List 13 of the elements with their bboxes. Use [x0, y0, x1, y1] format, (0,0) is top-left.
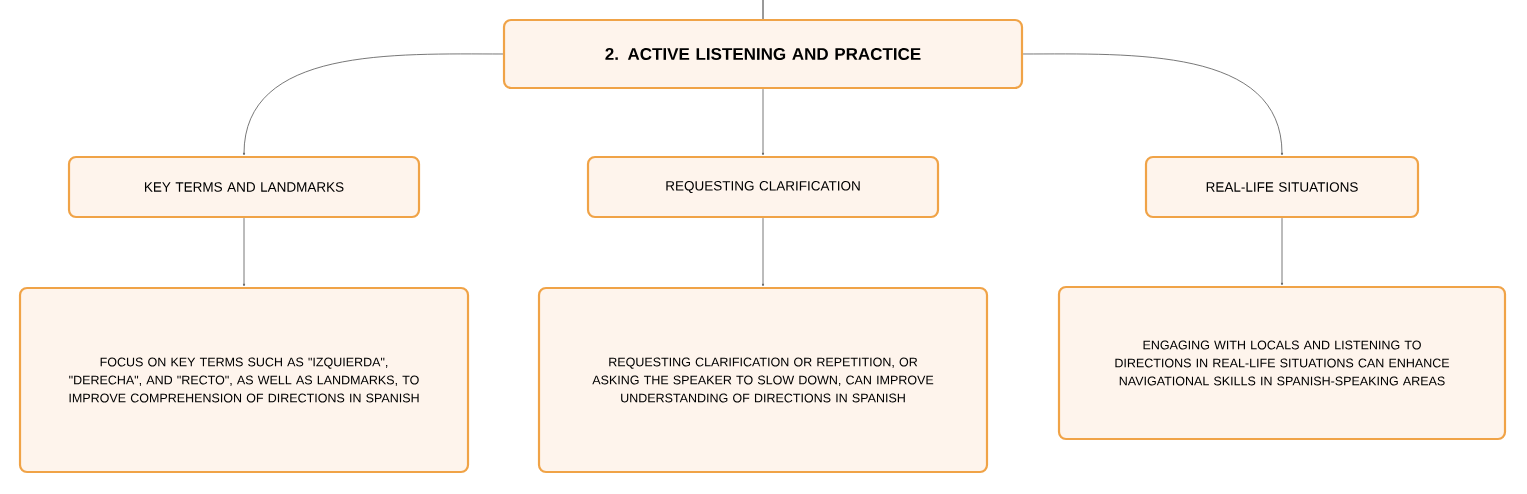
subtopic-box: KEY TERMS AND LANDMARKS: [67, 155, 421, 219]
connector-arrow: [761, 88, 765, 156]
connector-arrow: [761, 217, 765, 287]
description-box: ENGAGING WITH LOCALS AND LISTENING TO DIRECTIONS IN REAL-LIFE SITUATIONS CAN ENHANCE NAVIGATIONAL SKILLS IN SPANISH-SPEAKING AREAS: [1057, 285, 1507, 441]
subtopic-box: REQUESTING CLARIFICATION: [586, 155, 940, 219]
topic-box: 2. ACTIVE LISTENING AND PRACTICE: [502, 18, 1024, 90]
connector-arrow: [1280, 217, 1284, 286]
connector-arrow: [242, 53, 504, 156]
subtopic-box: REAL-LIFE SITUATIONS: [1144, 155, 1420, 219]
connector-arrow: [242, 217, 246, 287]
connector-arrow: [1022, 53, 1284, 156]
description-box: REQUESTING CLARIFICATION OR REPETITION, OR ASKING THE SPEAKER TO SLOW DOWN, CAN IMPROVE UNDERSTANDING OF DIRECTIONS IN SPANISH: [537, 286, 989, 474]
description-box: FOCUS ON KEY TERMS SUCH AS "IZQUIERDA", "DERECHA", AND "RECTO", AS WELL AS LANDMARKS, TO IMPROVE COMPREHENSION OF DIRECTIONS IN SPANISH: [18, 286, 470, 474]
